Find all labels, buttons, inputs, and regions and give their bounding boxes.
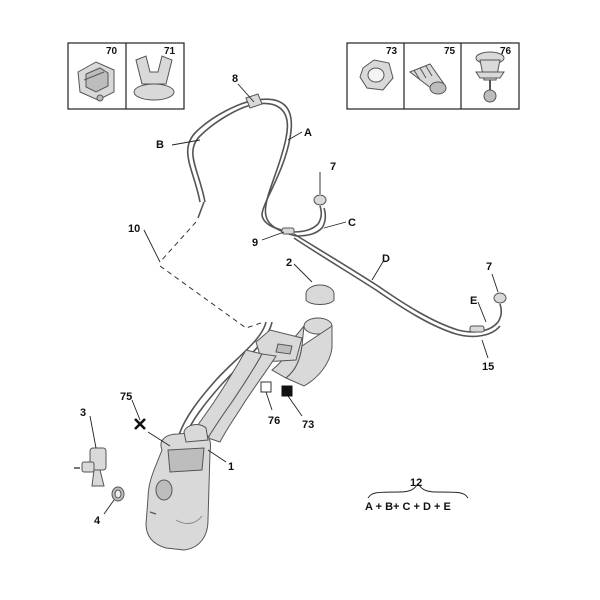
clip-70-icon	[77, 61, 115, 102]
screw-75-marker-icon	[134, 418, 146, 430]
rivet-76-marker	[260, 381, 272, 393]
hose-assembly	[159, 98, 503, 441]
label-a: A	[304, 127, 312, 139]
label-9: 9	[252, 237, 258, 249]
label-12: 12	[410, 477, 422, 489]
label-7-right: 7	[486, 261, 492, 273]
thumbnail-box-right: 73 75 76	[346, 42, 520, 110]
label-e: E	[470, 295, 477, 307]
thumbnail-label-73: 73	[386, 46, 398, 57]
connector-15-icon	[469, 325, 485, 333]
thumbnail-box-left: 70 71	[67, 42, 185, 110]
callout-labels: 8 A B 7 C 10 9 D 2 7 E 15 75 3 76 73 1 4…	[80, 73, 494, 527]
thumbnail-label-71: 71	[164, 46, 176, 57]
label-2: 2	[286, 257, 292, 269]
label-10: 10	[128, 223, 140, 235]
washer-reservoir-1-icon	[145, 317, 333, 551]
label-d: D	[382, 253, 390, 265]
filler-cap-2-icon	[305, 284, 335, 305]
label-1: 1	[228, 461, 234, 473]
formula-12: A + B+ C + D + E	[365, 501, 451, 513]
thumbnail-label-70: 70	[106, 46, 118, 57]
connector-9-icon	[281, 227, 295, 235]
washer-pump-3-icon	[74, 447, 107, 487]
label-15: 15	[482, 361, 494, 373]
label-3: 3	[80, 407, 86, 419]
screw-75-icon	[408, 63, 447, 95]
washer-nozzle-7-right-icon	[493, 292, 507, 304]
thumbnail-label-75: 75	[444, 46, 456, 57]
hex-nut-73-icon	[359, 59, 394, 91]
label-c: C	[348, 217, 356, 229]
clip-71-icon	[133, 55, 175, 101]
nut-73-marker	[281, 385, 293, 397]
label-73: 73	[302, 419, 314, 431]
label-75: 75	[120, 391, 132, 403]
label-7-upper: 7	[330, 161, 336, 173]
washer-nozzle-7-upper-icon	[313, 194, 327, 206]
label-b: B	[156, 139, 164, 151]
label-4: 4	[94, 515, 101, 527]
label-8: 8	[232, 73, 238, 85]
grommet-4-icon	[111, 486, 125, 502]
label-76: 76	[268, 415, 280, 427]
leader-lines	[89, 83, 499, 515]
thumbnail-label-76: 76	[500, 46, 512, 57]
push-rivet-76-icon	[475, 51, 505, 103]
